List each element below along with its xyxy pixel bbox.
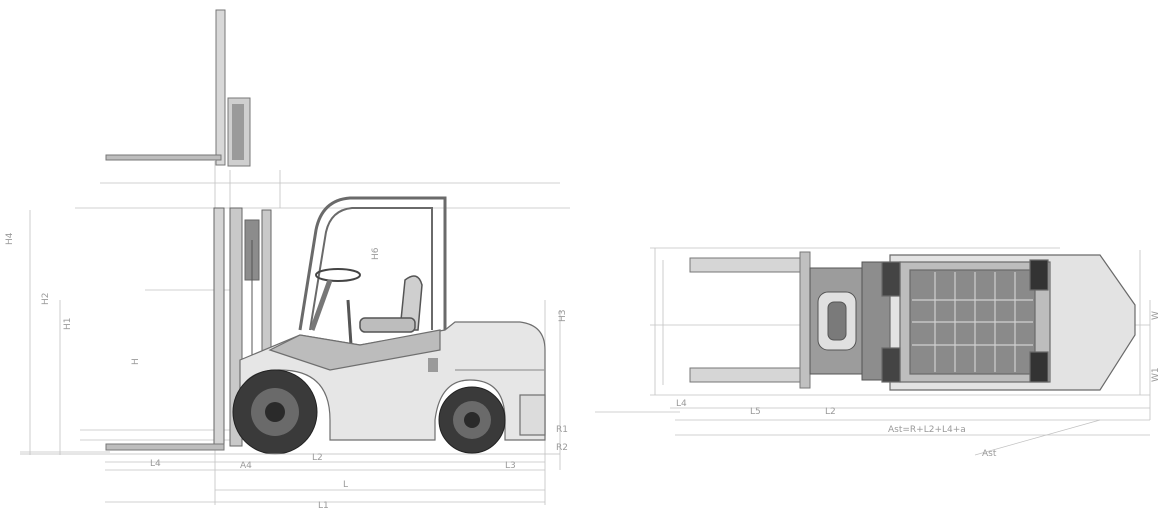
label-formula: Ast=R+L2+L4+a xyxy=(888,425,966,435)
top-view: L4 L5 L2 Ast=R+L2+L4+a Ast W W1 xyxy=(595,247,1161,459)
label-H4: H4 xyxy=(5,232,15,245)
label-H6: H6 xyxy=(371,247,381,260)
label-A4: A4 xyxy=(240,461,252,471)
label-H3: H3 xyxy=(558,310,568,323)
overhead-guard xyxy=(298,196,447,331)
front-wheel xyxy=(232,369,318,455)
raised-mast xyxy=(105,9,251,167)
label-W: W xyxy=(1151,311,1161,320)
label-H: H xyxy=(131,358,141,365)
label-L: L xyxy=(343,480,348,490)
label-W1: W1 xyxy=(1151,367,1161,382)
label-top-L5: L5 xyxy=(750,407,761,417)
label-R1: R1 xyxy=(556,425,568,435)
label-top-L4: L4 xyxy=(676,399,687,409)
label-L1: L1 xyxy=(318,501,329,509)
side-dimension-labels: L4 A4 L2 L L1 L3 H4 H2 H6 H1 H H3 R1 R2 xyxy=(5,232,568,509)
label-L3: L3 xyxy=(505,461,516,471)
label-L4: L4 xyxy=(150,459,161,469)
label-R2: R2 xyxy=(556,443,568,453)
fork xyxy=(105,443,225,451)
label-H2: H2 xyxy=(41,293,51,306)
operator-area xyxy=(309,268,423,361)
top-forks xyxy=(689,251,811,389)
label-Ast: Ast xyxy=(982,449,997,459)
label-L2: L2 xyxy=(312,453,323,463)
top-carriage xyxy=(809,261,893,381)
rear-wheel xyxy=(438,386,506,454)
top-body xyxy=(881,254,1136,391)
top-dimension-labels: L4 L5 L2 Ast=R+L2+L4+a Ast W W1 xyxy=(676,311,1161,459)
truck-body xyxy=(239,321,546,441)
label-top-L2: L2 xyxy=(825,407,836,417)
side-view: L4 A4 L2 L L1 L3 H4 H2 H6 H1 H H3 R1 R2 xyxy=(5,9,570,509)
label-H1: H1 xyxy=(63,318,73,331)
